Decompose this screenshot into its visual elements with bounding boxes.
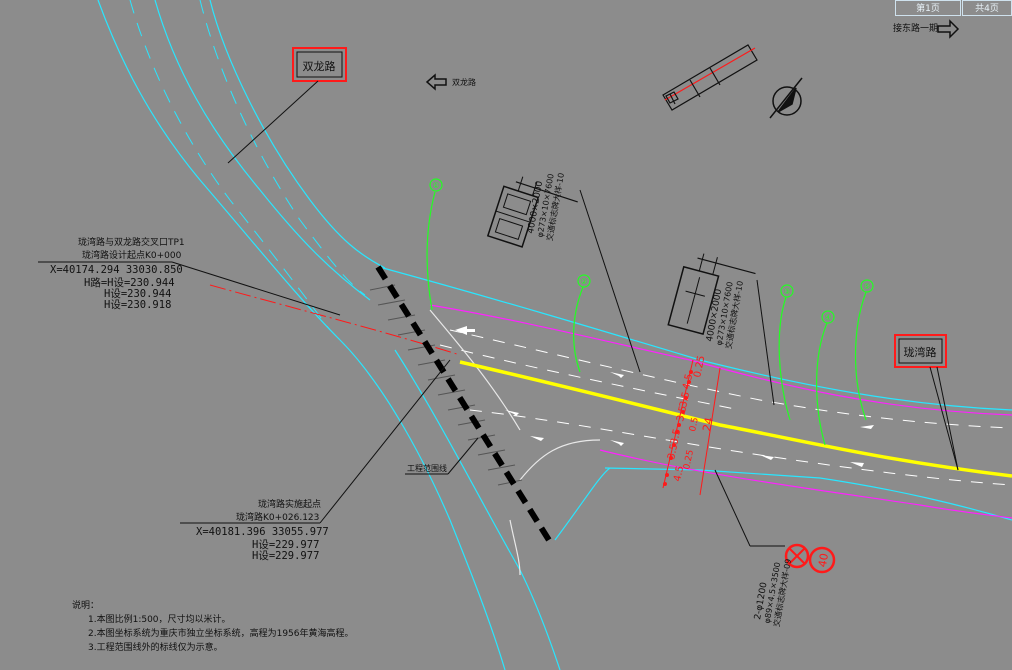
dim-seg-1: 0.25 — [692, 355, 707, 379]
longwan-label-box: 珑湾路 — [894, 334, 959, 471]
boundary-label: 工程范围线 — [407, 463, 447, 473]
boundary-annotation: 工程范围线 — [405, 437, 479, 475]
longwan-label: 珑湾路 — [904, 345, 937, 359]
dim-seg-7: 3.5 — [666, 443, 680, 461]
intersection-point-annotation: 珑湾路与双龙路交叉口TP1 珑湾路设计起点K0+000 X=40174.294 … — [38, 236, 341, 316]
longwan-road-edges — [382, 267, 1012, 521]
tp1-h3: H设=230.918 — [104, 299, 171, 311]
dim-seg-5: 0.5 — [688, 417, 701, 433]
start-line2: 珑湾路K0+026.123 — [236, 511, 319, 523]
callout-1: ① — [432, 181, 439, 190]
cross-section-dimensions: 24 0.25 4.5 3.5 3.5 0.5 3.5 3.5 4.5 0.25 — [662, 355, 721, 496]
page-current-tab: 第1页 — [895, 0, 961, 16]
notes-block: 说明： 1.本图比例1:500，尺寸均以米计。 2.本图坐标系统为重庆市独立坐标… — [72, 599, 354, 653]
traffic-sign-3: 40 2-φ1200 φ89×4.5×3500 交通标志牌大样-09 — [714, 469, 836, 628]
start-point-annotation: 珑湾路实施起点 珑湾路K0+026.123 X=40181.396 33055.… — [180, 359, 451, 562]
start-line1: 珑湾路实施起点 — [258, 498, 321, 510]
speed-limit-value: 40 — [816, 552, 831, 568]
tp1-coords: X=40174.294 33030.850 — [50, 264, 183, 276]
note-2: 2.本图坐标系统为重庆市独立坐标系统，高程为1956年黄海高程。 — [88, 627, 354, 639]
start-h1: H设=229.977 — [252, 539, 319, 551]
note-1: 1.本图比例1:500，尺寸均以米计。 — [88, 613, 231, 625]
longwan-solid-edges — [429, 309, 601, 576]
next-page-label: 接东路一期 — [893, 24, 939, 34]
design-axis-line — [209, 284, 461, 356]
dim-seg-6: 3.5 — [669, 428, 683, 446]
dim-seg-3: 3.5 — [678, 391, 692, 409]
dim-seg-2: 4.5 — [681, 373, 695, 391]
shuanglong-direction: 双龙路 — [425, 73, 476, 91]
callout-2: ② — [580, 277, 587, 286]
tp1-line2: 珑湾路设计起点K0+000 — [82, 249, 182, 261]
tp1-line1: 珑湾路与双龙路交叉口TP1 — [78, 236, 185, 248]
callout-leaders — [426, 191, 867, 446]
callout-5: ⑤ — [863, 282, 870, 291]
dim-seg-4: 3.5 — [675, 405, 689, 423]
dim-total: 24 — [700, 416, 716, 432]
shuanglong-lane-lines — [129, 0, 366, 331]
callout-markers: ① ② ③ ④ ⑤ — [429, 178, 874, 324]
start-coords: X=40181.396 33055.977 — [196, 526, 329, 538]
next-arrow-icon[interactable] — [937, 19, 960, 39]
traffic-sign-1: 4000×2000 φ273×10×7600 交通标志牌大样-10 — [486, 172, 641, 373]
start-h2: H设=229.977 — [252, 550, 319, 562]
tp1-h2: H设=230.944 — [104, 288, 171, 300]
notes-title: 说明： — [72, 599, 99, 611]
longwan-lane-markings — [439, 329, 1012, 486]
note-3: 3.工程范围线外的标线仅为示意。 — [88, 641, 223, 653]
shuanglong-label-box: 双龙路 — [227, 47, 347, 164]
centerline — [459, 360, 1012, 478]
shuanglong-road-edges — [97, 0, 611, 670]
culvert-symbol-icon — [662, 44, 758, 111]
dim-seg-8: 4.5 — [672, 465, 686, 483]
lane-arrows — [455, 326, 874, 467]
north-arrow-icon — [769, 77, 803, 119]
shuanglong-arrow-label: 双龙路 — [452, 77, 476, 87]
dim-seg-9: 0.25 — [682, 449, 696, 471]
next-page-link[interactable]: 接东路一期 — [893, 20, 963, 38]
callout-3: ③ — [783, 287, 790, 296]
callout-4: ④ — [824, 313, 831, 322]
traffic-sign-2: 4000×2000 φ273×10×7600 交通标志牌大样-10 — [667, 253, 775, 406]
project-boundary-line — [375, 265, 555, 547]
shuanglong-label: 双龙路 — [303, 60, 336, 73]
tp1-h1: H路=H设=230.944 — [84, 276, 175, 289]
